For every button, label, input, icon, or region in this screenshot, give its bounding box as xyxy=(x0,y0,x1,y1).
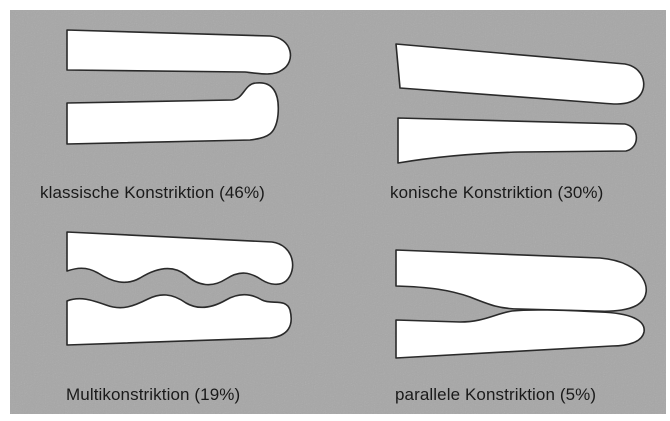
klassisch-upper-shape xyxy=(67,30,290,74)
caption-parallel: parallele Konstriktion (5%) xyxy=(395,385,596,405)
caption-konisch: konische Konstriktion (30%) xyxy=(390,183,603,203)
caption-klassisch: klassische Konstriktion (46%) xyxy=(40,183,265,203)
caption-multi: Multikonstriktion (19%) xyxy=(66,385,240,405)
